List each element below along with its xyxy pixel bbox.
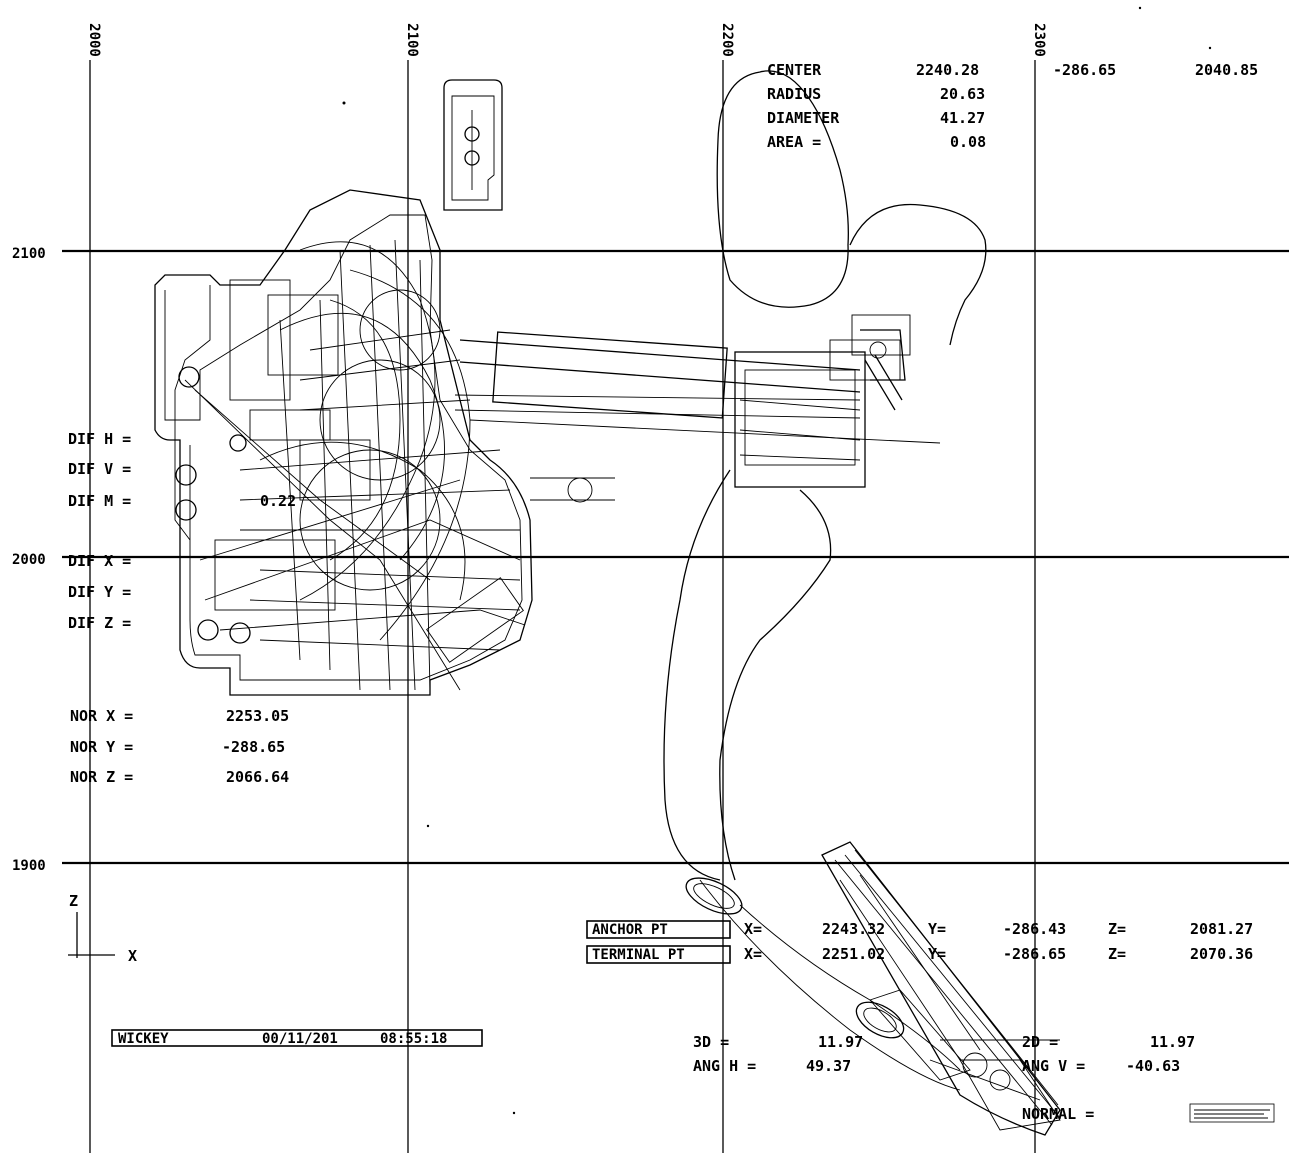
anchor-pt-label: ANCHOR PT [592, 922, 668, 938]
dif-v-label: DIF V = [68, 460, 131, 478]
mechanism-drawing [154, 6, 1212, 1136]
housing-outline [154, 189, 533, 696]
ang-v-label: ANG V = [1022, 1057, 1085, 1075]
area-value: 0.08 [950, 133, 986, 151]
circle-info-panel: CENTER 2240.28 -286.65 2040.85 RADIUS 20… [767, 61, 1258, 151]
diameter-label: DIAMETER [767, 109, 840, 127]
dif-x-label: DIF X = [68, 552, 131, 570]
terminal-x-label: X= [744, 945, 762, 963]
d3-value: 11.97 [818, 1033, 863, 1051]
pedal-pad [821, 841, 1061, 1136]
anchor-y-label: Y= [928, 920, 946, 938]
title-block: WICKEY 00/11/201 08:55:18 [111, 1029, 483, 1047]
nor-y-label: NOR Y = [70, 738, 133, 756]
anchor-z-label: Z= [1108, 920, 1126, 938]
terminal-z-label: Z= [1108, 945, 1126, 963]
title-user: WICKEY [118, 1031, 169, 1047]
pedal-arm-right-edge [719, 489, 832, 881]
logo-mark [1189, 1103, 1275, 1123]
pedal-arm-left-edge [663, 469, 731, 881]
nor-y-value: -288.65 [222, 738, 285, 756]
center-x-value: 2240.28 [916, 61, 979, 79]
anchor-pt-box [586, 920, 731, 939]
x-tick-2000: 2000 [86, 23, 102, 57]
measure-loop-left [716, 70, 849, 308]
nor-z-label: NOR Z = [70, 768, 133, 786]
nor-x-label: NOR X = [70, 707, 133, 725]
terminal-x-value: 2251.02 [822, 945, 885, 963]
normal-panel: NOR X = 2253.05 NOR Y = -288.65 NOR Z = … [70, 707, 289, 786]
points-panel: ANCHOR PT X= 2243.32 Y= -286.43 Z= 2081.… [586, 920, 1253, 964]
diameter-value: 41.27 [940, 109, 985, 127]
measure-panel: 3D = 11.97 ANG H = 49.37 2D = 11.97 ANG … [693, 1033, 1195, 1123]
dif-panel: DIF H = DIF V = DIF M = 0.22 DIF X = DIF… [68, 430, 296, 632]
area-label: AREA = [767, 133, 821, 151]
radius-label: RADIUS [767, 85, 821, 103]
y-tick-labels: 2100 2000 1900 [12, 246, 46, 874]
anchor-z-value: 2081.27 [1190, 920, 1253, 938]
push-rod [454, 314, 941, 503]
ang-h-value: 49.37 [806, 1057, 851, 1075]
measure-loop-right [849, 203, 987, 346]
radius-value: 20.63 [940, 85, 985, 103]
x-tick-2100: 2100 [404, 23, 420, 57]
linkage-cluster [175, 239, 526, 691]
grid [62, 60, 1289, 1153]
title-time: 08:55:18 [380, 1031, 447, 1047]
center-label: CENTER [767, 61, 822, 79]
y-tick-1900: 1900 [12, 858, 46, 874]
terminal-y-value: -286.65 [1003, 945, 1066, 963]
nor-z-value: 2066.64 [226, 768, 289, 786]
nor-x-value: 2253.05 [226, 707, 289, 725]
d2-value: 11.97 [1150, 1033, 1195, 1051]
x-tick-labels: 2000 2100 2200 2300 [86, 23, 1047, 57]
title-block-box [111, 1029, 483, 1047]
y-tick-2000: 2000 [12, 552, 46, 568]
bracket-tab [443, 79, 503, 211]
dif-y-label: DIF Y = [68, 583, 131, 601]
d2-label: 2D = [1022, 1033, 1058, 1051]
anchor-x-value: 2243.32 [822, 920, 885, 938]
title-date: 00/11/201 [262, 1031, 338, 1047]
ang-v-value: -40.63 [1126, 1057, 1180, 1075]
triad-x-label: X [128, 947, 137, 965]
terminal-z-value: 2070.36 [1190, 945, 1253, 963]
dif-h-label: DIF H = [68, 430, 131, 448]
x-tick-2300: 2300 [1031, 23, 1047, 57]
anchor-y-value: -286.43 [1003, 920, 1066, 938]
axis-triad-icon: Z X [68, 892, 137, 965]
d3-label: 3D = [693, 1033, 729, 1051]
x-tick-2200: 2200 [719, 23, 735, 57]
center-y-value: -286.65 [1053, 61, 1116, 79]
terminal-pt-label: TERMINAL PT [592, 947, 685, 963]
ang-h-label: ANG H = [693, 1057, 756, 1075]
triad-z-label: Z [69, 892, 78, 910]
anchor-x-label: X= [744, 920, 762, 938]
dif-m-value: 0.22 [260, 492, 296, 510]
terminal-pt-box [586, 945, 731, 964]
dif-m-label: DIF M = [68, 492, 131, 510]
y-tick-2100: 2100 [12, 246, 46, 262]
center-z-value: 2040.85 [1195, 61, 1258, 79]
dif-z-label: DIF Z = [68, 614, 131, 632]
